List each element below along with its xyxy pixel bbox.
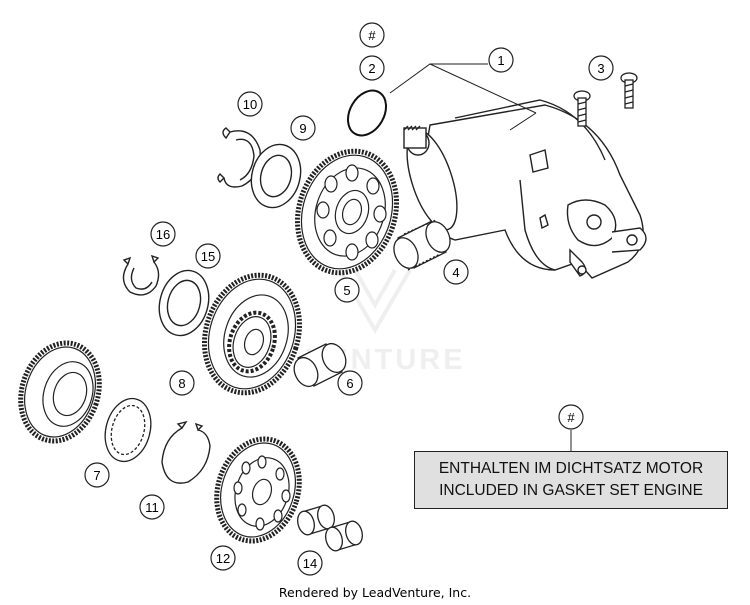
starter-motor <box>403 99 647 279</box>
callout-7: 7 <box>84 462 110 488</box>
callout-3: 3 <box>588 55 614 81</box>
callout-12: 12 <box>210 545 236 571</box>
svg-text:#: # <box>368 28 376 43</box>
needle-bearing-6 <box>293 342 347 388</box>
footer-credit: Rendered by LeadVenture, Inc. <box>278 585 472 600</box>
callout-11: 11 <box>139 494 165 520</box>
callout-8: 8 <box>169 370 195 396</box>
callout-hash-top: # <box>359 22 385 48</box>
starter-gear <box>214 436 302 544</box>
svg-text:5: 5 <box>343 283 350 298</box>
svg-text:9: 9 <box>299 121 306 136</box>
svg-text:6: 6 <box>346 376 353 391</box>
idler-gear-large <box>294 148 400 276</box>
double-gear <box>201 272 303 396</box>
svg-text:7: 7 <box>93 468 100 483</box>
needle-bearing-4 <box>393 219 451 271</box>
svg-text:#: # <box>567 410 575 425</box>
circlip-small <box>122 254 160 296</box>
callout-14: 14 <box>297 550 323 576</box>
svg-text:1: 1 <box>497 53 504 68</box>
svg-text:3: 3 <box>597 61 604 76</box>
note-line-english: INCLUDED IN GASKET SET ENGINE <box>439 482 703 499</box>
callout-9: 9 <box>290 115 316 141</box>
o-ring <box>347 89 387 137</box>
roller-cage <box>104 397 152 463</box>
svg-text:2: 2 <box>368 61 375 76</box>
washer-large <box>250 143 302 209</box>
svg-text:12: 12 <box>216 551 230 566</box>
callout-6: 6 <box>337 370 363 396</box>
svg-text:4: 4 <box>452 265 459 280</box>
callout-10: 10 <box>237 91 263 117</box>
needle-bearings-14 <box>297 504 363 552</box>
callout-2: 2 <box>359 55 385 81</box>
leader-lines-1-2 <box>389 63 537 131</box>
svg-text:16: 16 <box>156 227 170 242</box>
note-line-german: ENTHALTEN IM DICHTSATZ MOTOR <box>438 460 704 477</box>
screws <box>573 72 638 127</box>
circlip-11 <box>161 420 211 484</box>
freewheel-gear <box>18 340 102 444</box>
svg-text:15: 15 <box>201 249 215 264</box>
callout-1: 1 <box>488 47 514 73</box>
washer-medium <box>158 269 210 337</box>
gasket-set-note: ENTHALTEN IM DICHTSATZ MOTOR INCLUDED IN… <box>414 451 728 509</box>
callout-hash-note: # <box>558 404 584 430</box>
callout-15: 15 <box>195 243 221 269</box>
svg-text:14: 14 <box>303 556 317 571</box>
callout-5: 5 <box>334 277 360 303</box>
svg-text:8: 8 <box>178 376 185 391</box>
svg-text:10: 10 <box>243 97 257 112</box>
callout-16: 16 <box>150 221 176 247</box>
callout-4: 4 <box>443 259 469 285</box>
svg-text:11: 11 <box>145 500 159 515</box>
